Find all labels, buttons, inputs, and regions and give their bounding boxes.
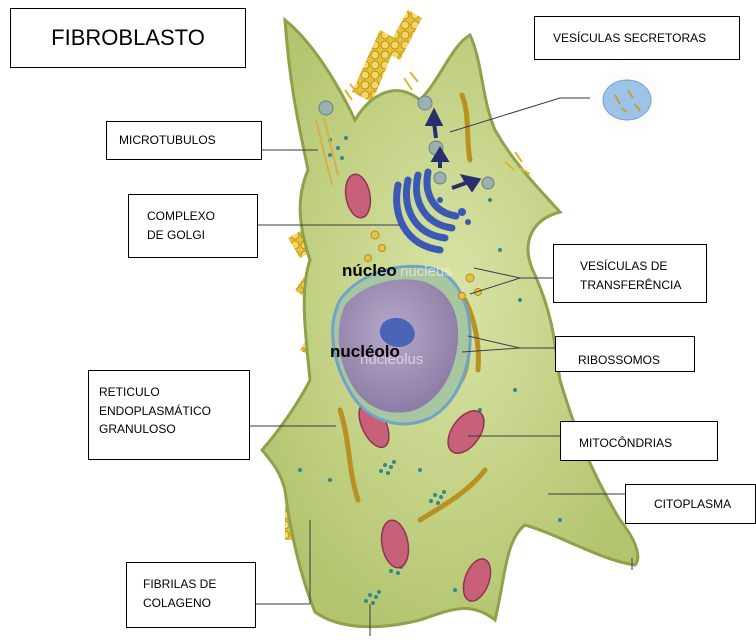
secretory-vesicle-zoom xyxy=(582,54,674,146)
label-fibrilas-line2: COLAGENO xyxy=(143,594,255,613)
label-vesiculas-secretoras: VESÍCULAS SECRETORAS xyxy=(534,16,740,60)
label-citoplasma-text: CITOPLASMA xyxy=(654,495,755,514)
label-mitocondrias: MITOCÔNDRIAS xyxy=(560,421,718,461)
label-reticulo-line3: GRANULOSO xyxy=(99,420,249,439)
label-ribossomos-text: RIBOSSOMOS xyxy=(578,351,694,370)
label-fibrilas-colageno: FIBRILAS DE COLAGENO xyxy=(126,562,256,628)
label-ribossomos: RIBOSSOMOS xyxy=(555,336,695,372)
nucleus-faint-label: nucleus xyxy=(400,263,452,280)
label-microtubulos: MICROTUBULOS xyxy=(106,121,262,160)
label-citoplasma: CITOPLASMA xyxy=(625,484,756,524)
diagram-title: FIBROBLASTO xyxy=(51,21,205,55)
nucleus-label: núcleo xyxy=(342,261,397,281)
label-transferencia-line2: TRANSFERÊNCIA xyxy=(580,276,706,295)
label-golgi-line2: DE GOLGI xyxy=(147,226,257,245)
label-transferencia-line1: VESÍCULAS DE xyxy=(580,257,706,276)
label-reticulo: RETICULO ENDOPLASMÁTICO GRANULOSO xyxy=(88,370,250,460)
label-mitocondrias-text: MITOCÔNDRIAS xyxy=(579,434,717,453)
label-golgi-line1: COMPLEXO xyxy=(147,207,257,226)
label-fibrilas-line1: FIBRILAS DE xyxy=(143,575,255,594)
label-reticulo-line1: RETICULO xyxy=(99,383,249,402)
title-box: FIBROBLASTO xyxy=(10,8,246,68)
label-vesiculas-secretoras-text: VESÍCULAS SECRETORAS xyxy=(553,29,739,48)
label-microtubulos-text: MICROTUBULOS xyxy=(119,131,261,150)
label-complexo-golgi: COMPLEXO DE GOLGI xyxy=(128,194,258,258)
label-vesiculas-transferencia: VESÍCULAS DE TRANSFERÊNCIA xyxy=(553,244,707,303)
nucleolus-label: nucléolo xyxy=(330,342,400,362)
label-reticulo-line2: ENDOPLASMÁTICO xyxy=(99,402,249,421)
